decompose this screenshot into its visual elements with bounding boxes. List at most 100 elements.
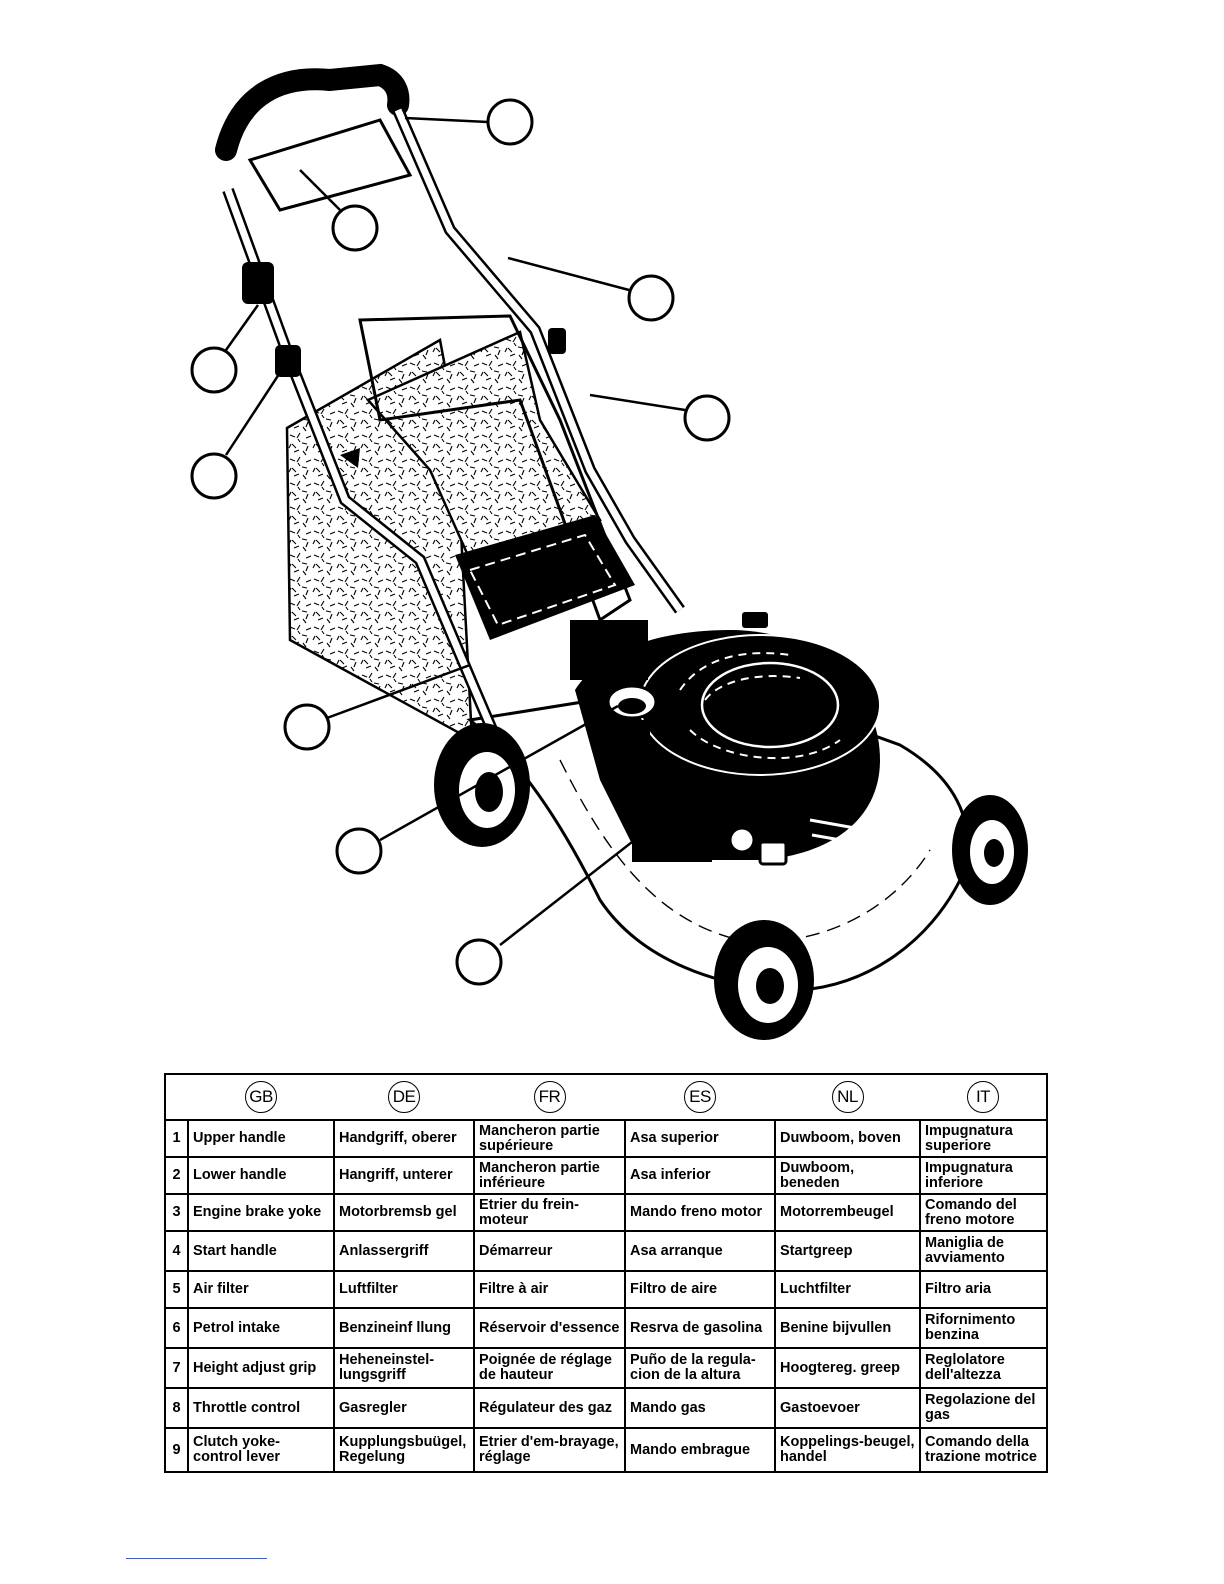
- part-name-fr: Poignée de réglage de hauteur: [473, 1347, 626, 1389]
- part-name-gb: Petrol intake: [187, 1307, 335, 1349]
- header-blank: [164, 1073, 188, 1121]
- part-name-de: Luftfilter: [333, 1270, 475, 1309]
- callout-circle: [331, 204, 379, 252]
- language-header-row: GB DE FR ES NL IT: [164, 1073, 1048, 1121]
- part-name-gb: Height adjust grip: [187, 1347, 335, 1389]
- callout-circle: [683, 394, 731, 442]
- part-name-nl: Motorrembeugel: [774, 1193, 921, 1232]
- lang-header: DE: [334, 1073, 474, 1121]
- lang-header: FR: [474, 1073, 625, 1121]
- row-number: 5: [164, 1270, 189, 1309]
- part-name-gb: Clutch yoke-control lever: [187, 1427, 335, 1473]
- part-name-de: Gasregler: [333, 1387, 475, 1429]
- part-name-es: Asa arranque: [624, 1230, 776, 1272]
- part-name-fr: Mancheron partie supérieure: [473, 1119, 626, 1158]
- row-number: 4: [164, 1230, 189, 1272]
- row-number: 7: [164, 1347, 189, 1389]
- callout-circle: [627, 274, 675, 322]
- part-name-nl: Koppelings-beugel, handel: [774, 1427, 921, 1473]
- part-name-it: Reglolatore dell'altezza: [919, 1347, 1048, 1389]
- part-name-it: Impugnatura inferiore: [919, 1156, 1048, 1195]
- callout-circle: [190, 452, 238, 500]
- part-name-es: Asa superior: [624, 1119, 776, 1158]
- row-number: 3: [164, 1193, 189, 1232]
- handle-frame: [215, 63, 685, 763]
- part-name-it: Comando del freno motore: [919, 1193, 1048, 1232]
- part-name-fr: Régulateur des gaz: [473, 1387, 626, 1429]
- part-name-gb: Upper handle: [187, 1119, 335, 1158]
- row-number: 9: [164, 1427, 189, 1473]
- part-name-es: Resrva de gasolina: [624, 1307, 776, 1349]
- part-name-fr: Démarreur: [473, 1230, 626, 1272]
- part-name-gb: Start handle: [187, 1230, 335, 1272]
- callout-circle: [190, 346, 238, 394]
- lang-header: ES: [625, 1073, 775, 1121]
- grass-bag: [285, 330, 602, 743]
- part-name-fr: Mancheron partie inférieure: [473, 1156, 626, 1195]
- part-name-es: Mando embrague: [624, 1427, 776, 1473]
- lang-badge: NL: [831, 1081, 864, 1113]
- part-name-nl: Benine bijvullen: [774, 1307, 921, 1349]
- part-name-it: Regolazione del gas: [919, 1387, 1048, 1429]
- lang-badge: DE: [388, 1081, 420, 1113]
- collector-opening: [455, 515, 635, 640]
- callout-leaders: [224, 116, 686, 946]
- row-number: 1: [164, 1119, 189, 1158]
- part-name-it: Filtro aria: [919, 1270, 1048, 1309]
- part-name-gb: Throttle control: [187, 1387, 335, 1429]
- callout-circles: [190, 98, 731, 986]
- callout-circle: [486, 98, 534, 146]
- part-name-de: Kupplungsbuügel, Regelung: [333, 1427, 475, 1473]
- part-name-fr: Etrier d'em-brayage, réglage: [473, 1427, 626, 1473]
- lang-badge: GB: [245, 1081, 277, 1113]
- part-name-de: Heheneinstel-lungsgriff: [333, 1347, 475, 1389]
- part-name-nl: Hoogtereg. greep: [774, 1347, 921, 1389]
- part-name-de: Benzineinf llung: [333, 1307, 475, 1349]
- part-name-nl: Duwboom, boven: [774, 1119, 921, 1158]
- part-name-de: Handgriff, oberer: [333, 1119, 475, 1158]
- footer-rule: [126, 1558, 267, 1559]
- callout-circle: [335, 827, 383, 875]
- lang-header: IT: [920, 1073, 1048, 1121]
- row-number: 6: [164, 1307, 189, 1349]
- part-name-nl: Duwboom, beneden: [774, 1156, 921, 1195]
- part-name-fr: Réservoir d'essence: [473, 1307, 626, 1349]
- lang-badge: ES: [684, 1081, 716, 1113]
- callout-circle: [283, 703, 331, 751]
- part-name-es: Mando freno motor: [624, 1193, 776, 1232]
- row-number: 8: [164, 1387, 189, 1429]
- part-name-es: Asa inferior: [624, 1156, 776, 1195]
- lang-badge: FR: [533, 1081, 566, 1113]
- lang-badge: IT: [967, 1081, 999, 1113]
- engine: [570, 612, 881, 866]
- part-name-fr: Filtre à air: [473, 1270, 626, 1309]
- part-name-it: Rifornimento benzina: [919, 1307, 1048, 1349]
- part-name-gb: Engine brake yoke: [187, 1193, 335, 1232]
- part-name-it: Comando della trazione motrice: [919, 1427, 1048, 1473]
- lang-header: NL: [775, 1073, 920, 1121]
- lang-header: GB: [188, 1073, 334, 1121]
- lawn-mower-illustration: [190, 63, 1028, 1040]
- part-name-es: Puño de la regula-cion de la altura: [624, 1347, 776, 1389]
- part-name-nl: Luchtfilter: [774, 1270, 921, 1309]
- part-name-nl: Gastoevoer: [774, 1387, 921, 1429]
- part-name-nl: Startgreep: [774, 1230, 921, 1272]
- part-name-de: Anlassergriff: [333, 1230, 475, 1272]
- wheels: [434, 723, 1028, 1040]
- part-name-es: Filtro de aire: [624, 1270, 776, 1309]
- part-name-de: Motorbremsb gel: [333, 1193, 475, 1232]
- part-name-it: Impugnatura superiore: [919, 1119, 1048, 1158]
- part-name-de: Hangriff, unterer: [333, 1156, 475, 1195]
- row-number: 2: [164, 1156, 189, 1195]
